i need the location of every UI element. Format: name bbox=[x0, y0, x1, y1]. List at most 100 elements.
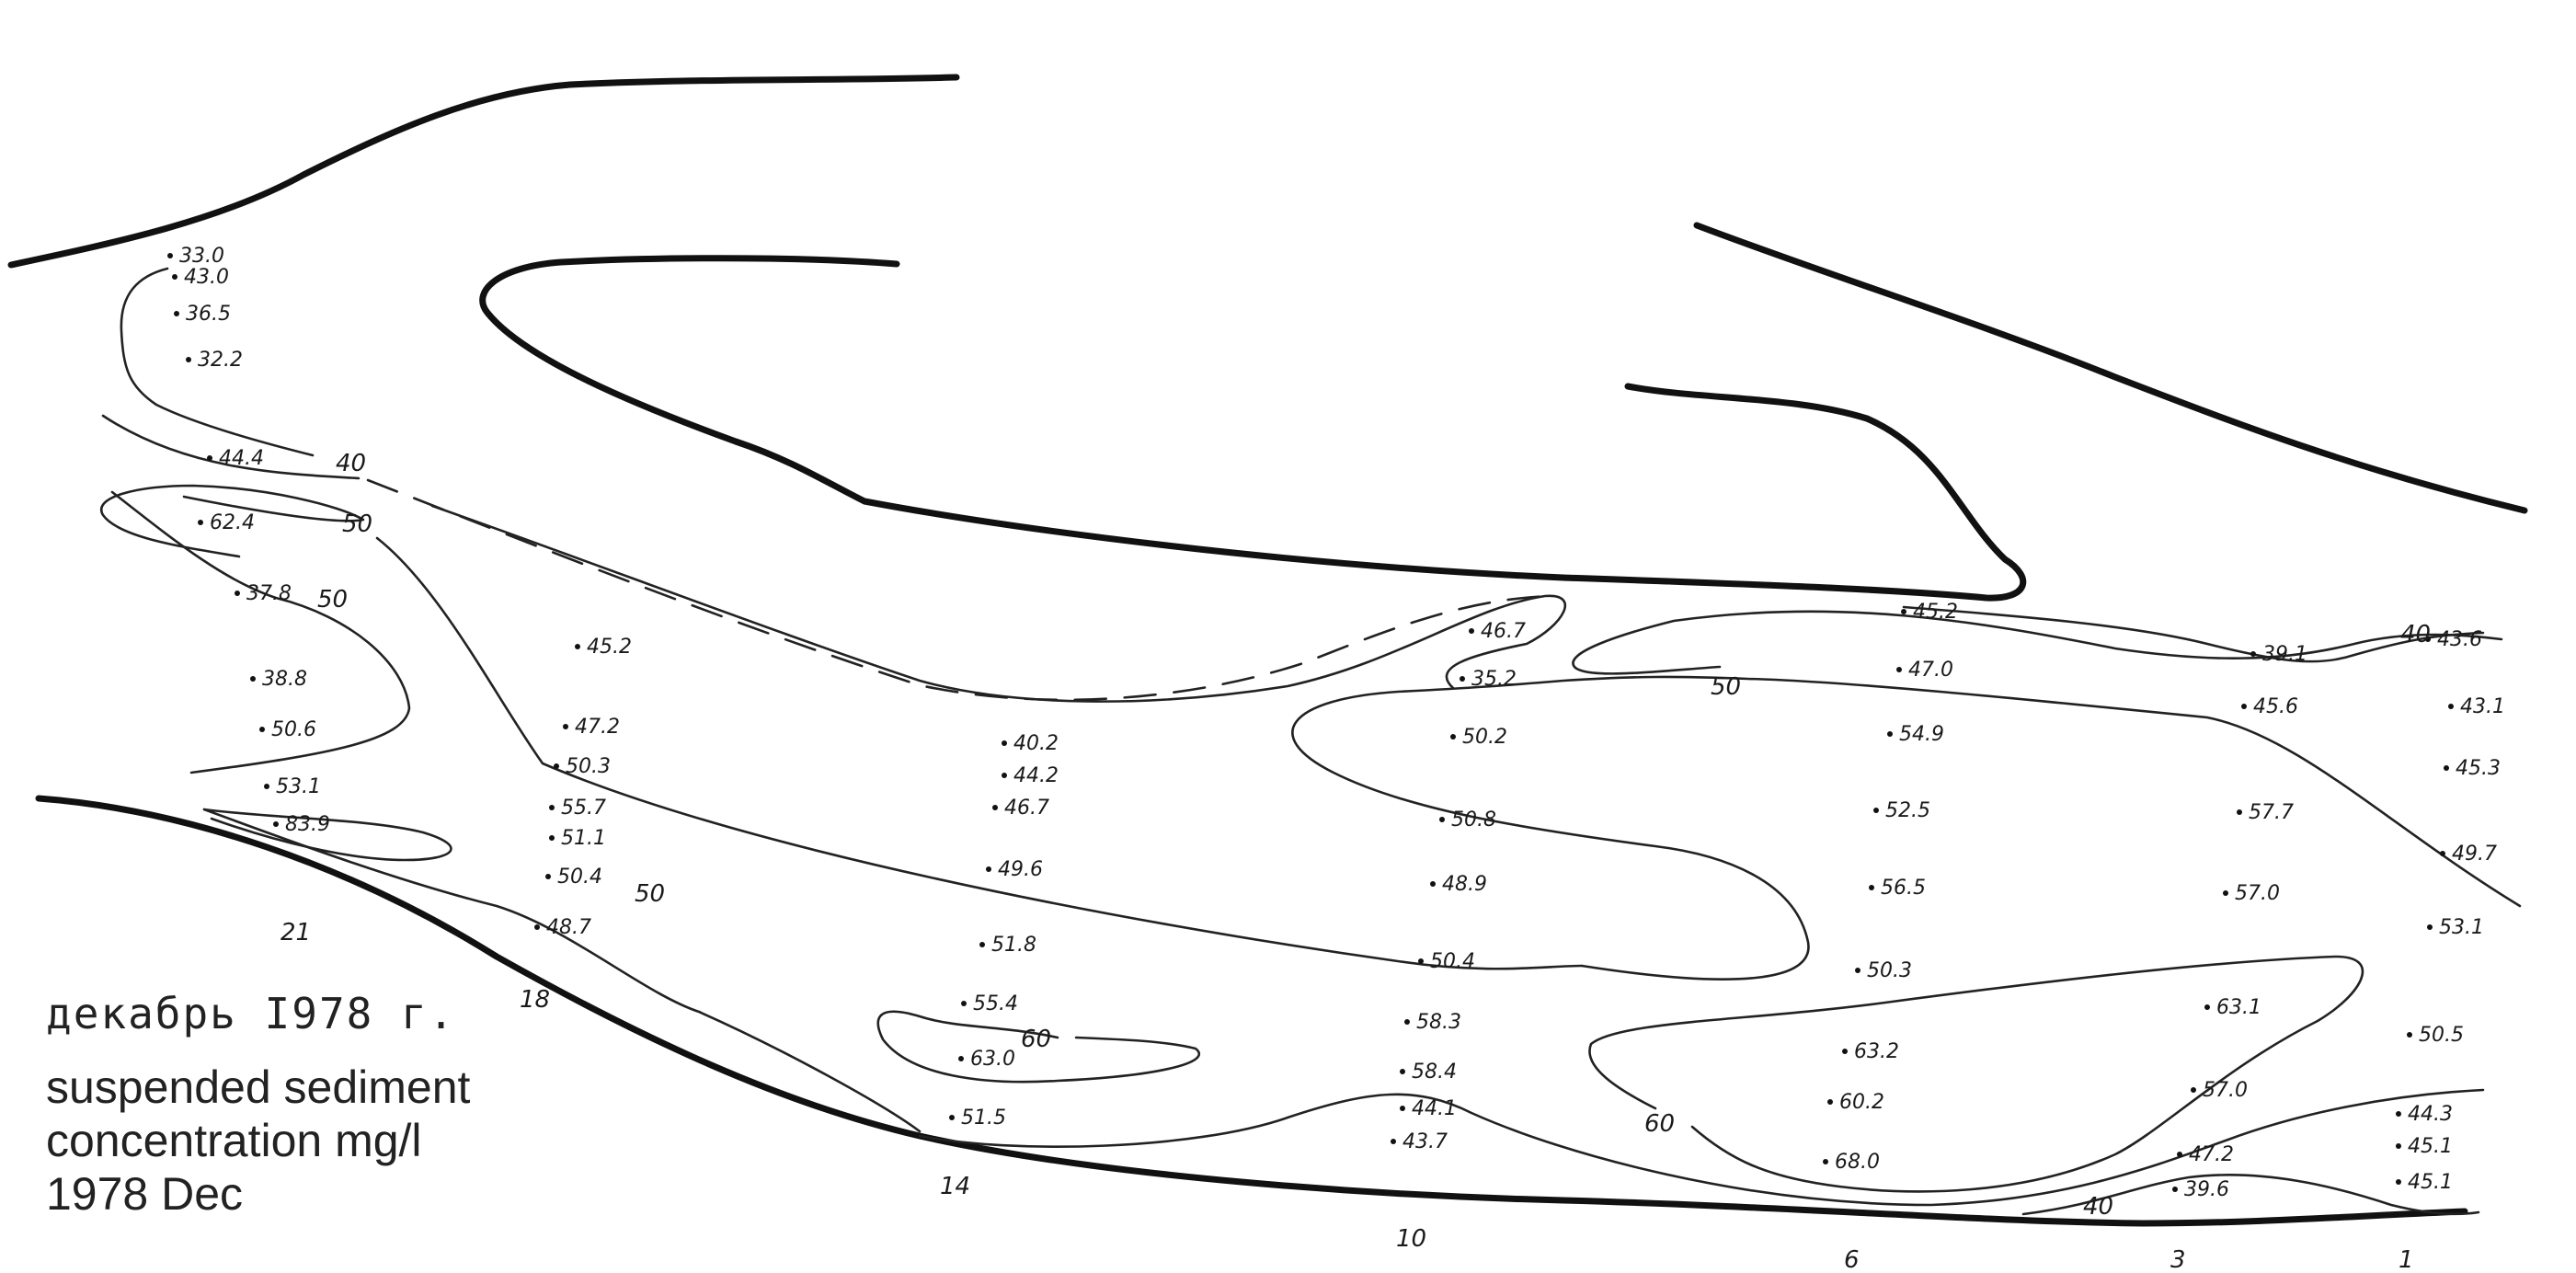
measurement-dot bbox=[1404, 1019, 1410, 1025]
station-number: 18 bbox=[520, 986, 550, 1014]
measurement-value: 63.1 bbox=[2216, 996, 2261, 1019]
measurement-value: 44.1 bbox=[1412, 1097, 1457, 1120]
contour-label: 40 bbox=[336, 450, 366, 477]
measurement-value: 43.6 bbox=[2437, 628, 2482, 651]
measurement-value: 51.8 bbox=[991, 934, 1036, 957]
measurement-dot bbox=[1469, 628, 1474, 634]
contour-50-main bbox=[375, 536, 1584, 970]
measurement-dot bbox=[235, 591, 240, 596]
measurement-value: 50.8 bbox=[1451, 809, 1496, 831]
russian-caption: декабрь I978 г. bbox=[46, 989, 456, 1038]
contour-50-loop-west bbox=[1572, 610, 2503, 675]
contour-40-north-east bbox=[1902, 605, 2485, 663]
measurement-dot bbox=[172, 274, 177, 280]
measurement-dot bbox=[1823, 1159, 1828, 1164]
measurement-dot bbox=[2250, 651, 2256, 657]
measurement-dot bbox=[575, 644, 580, 649]
measurement-dot bbox=[1439, 817, 1445, 822]
measurement-dot bbox=[2237, 809, 2242, 815]
measurement-value: 58.4 bbox=[1412, 1061, 1457, 1084]
measurement-value: 37.8 bbox=[246, 582, 292, 605]
measurement-value: 46.7 bbox=[1481, 620, 1526, 643]
measurement-value: 50.3 bbox=[1867, 959, 1912, 982]
legend-line-3: 1978 Dec bbox=[46, 1168, 244, 1220]
measurement-value: 58.3 bbox=[1416, 1011, 1461, 1034]
measurement-value: 83.9 bbox=[285, 813, 330, 836]
measurement-dot bbox=[2172, 1187, 2178, 1192]
measurement-dot bbox=[554, 763, 559, 769]
measurement-dot bbox=[2448, 704, 2454, 709]
measurement-dot bbox=[1460, 676, 1465, 682]
station-number: 6 bbox=[1844, 1246, 1860, 1273]
measurement-dot bbox=[949, 1115, 955, 1120]
measurement-value: 45.2 bbox=[587, 636, 632, 659]
measurement-dot bbox=[1002, 740, 1007, 746]
measurement-dot bbox=[1869, 885, 1874, 890]
legend: декабрь I978 г. suspended sediment conce… bbox=[46, 989, 470, 1221]
measurement-value: 36.5 bbox=[186, 303, 231, 326]
measurement-dot bbox=[1827, 1099, 1833, 1105]
contour-40-dashed-segment bbox=[366, 478, 1556, 702]
measurement-value: 46.7 bbox=[1004, 797, 1049, 820]
measurement-value: 38.8 bbox=[262, 668, 307, 691]
measurement-dot bbox=[1430, 881, 1436, 887]
measurement-dot bbox=[1002, 773, 1007, 778]
measurement-dot bbox=[549, 835, 555, 841]
measurement-dot bbox=[2444, 765, 2449, 771]
measurement-dot bbox=[986, 866, 991, 872]
contour-label: 40 bbox=[2083, 1193, 2113, 1221]
measurement-value: 39.1 bbox=[2262, 643, 2307, 666]
measurement-value: 57.0 bbox=[2203, 1079, 2248, 1102]
measurement-value: 51.1 bbox=[561, 827, 606, 850]
measurement-value: 52.5 bbox=[1885, 799, 1930, 822]
measurement-value: 48.9 bbox=[1442, 873, 1487, 896]
measurement-value: 63.2 bbox=[1854, 1040, 1899, 1063]
station-number: 21 bbox=[280, 919, 311, 946]
measurement-dot bbox=[1391, 1139, 1396, 1144]
legend-line-1: suspended sediment bbox=[46, 1061, 471, 1113]
measurement-dot bbox=[2223, 890, 2228, 896]
measurement-dot bbox=[958, 1056, 964, 1061]
measurement-value: 47.2 bbox=[575, 716, 620, 739]
shoreline-north-right bbox=[1693, 222, 2528, 514]
contour-label: 50 bbox=[342, 510, 372, 538]
measurement-dot bbox=[186, 357, 191, 362]
measurement-value: 45.1 bbox=[2408, 1135, 2453, 1158]
measurement-dot bbox=[545, 874, 551, 879]
measurement-value: 44.4 bbox=[219, 447, 264, 470]
measurement-dot bbox=[259, 727, 265, 732]
contour-label: 50 bbox=[1711, 673, 1741, 701]
measurement-dot bbox=[549, 805, 555, 810]
contour-40-south-east bbox=[2021, 1174, 2480, 1216]
contour-60-south bbox=[918, 1088, 2485, 1207]
measurement-value: 49.7 bbox=[2452, 843, 2497, 866]
contour-60-west bbox=[876, 1010, 1201, 1084]
measurement-value: 57.0 bbox=[2235, 882, 2280, 905]
measurement-dot bbox=[273, 821, 279, 827]
measurement-value: 51.5 bbox=[961, 1107, 1006, 1130]
measurement-dot bbox=[992, 805, 998, 810]
station-number: 1 bbox=[2399, 1246, 2414, 1273]
measurement-dot bbox=[1418, 958, 1424, 964]
measurement-dot bbox=[1873, 808, 1879, 813]
measurement-value: 48.7 bbox=[546, 916, 591, 939]
measurement-points: 33.043.036.532.244.462.437.838.850.653.1… bbox=[167, 245, 2505, 1201]
measurement-dot bbox=[250, 676, 256, 682]
contour-40-dashed bbox=[101, 414, 1566, 703]
measurement-dot bbox=[1842, 1049, 1848, 1054]
measurement-value: 60.2 bbox=[1839, 1091, 1884, 1114]
measurement-value: 43.1 bbox=[2460, 695, 2505, 718]
measurement-value: 45.2 bbox=[1913, 601, 1958, 624]
contour-lens-83 bbox=[202, 808, 452, 862]
measurement-dot bbox=[2440, 851, 2445, 856]
measurement-value: 44.2 bbox=[1013, 764, 1059, 787]
contour-50-loop-1 bbox=[1291, 675, 2522, 981]
measurement-value: 53.1 bbox=[276, 775, 321, 798]
legend-line-2: concentration mg/l bbox=[46, 1115, 422, 1166]
station-number: 14 bbox=[940, 1173, 970, 1200]
measurement-value: 50.4 bbox=[557, 866, 602, 889]
measurement-value: 56.5 bbox=[1881, 877, 1926, 900]
contour-50-lower bbox=[202, 808, 922, 1133]
measurement-dot bbox=[2204, 1004, 2210, 1010]
